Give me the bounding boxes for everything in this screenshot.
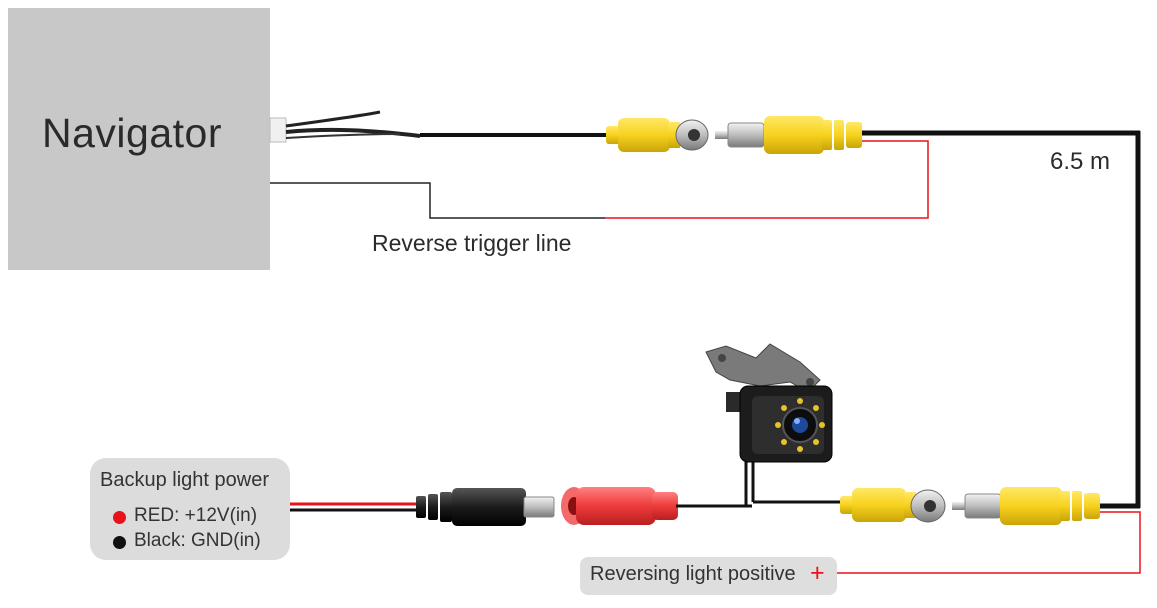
dc-male-plug-icon	[416, 488, 555, 526]
reversing-wire-red	[832, 511, 1141, 574]
reversing-light-label: Reversing light positive	[590, 563, 796, 585]
black-dot-icon	[113, 536, 126, 549]
rca-female-connector-icon	[840, 488, 946, 523]
rca-male-connector-icon	[952, 487, 1100, 525]
navigator-unit	[8, 8, 270, 270]
dc-female-jack-icon	[561, 487, 678, 525]
rca-male-connector-icon	[715, 116, 862, 154]
trigger-wire-red	[605, 140, 929, 219]
red-dot-icon	[113, 511, 126, 524]
rca-female-connector-icon	[606, 118, 709, 152]
reversing-light-card	[580, 557, 837, 595]
plus-icon: +	[810, 559, 825, 587]
cable-length-label: 6.5 m	[1050, 148, 1111, 175]
power-legend-title: Backup light power	[100, 469, 269, 491]
harness-connector-icon	[269, 110, 421, 143]
power-red-label: RED: +12V(in)	[134, 505, 258, 526]
backup-camera-icon	[705, 343, 833, 463]
trigger-line-label: Reverse trigger line	[372, 230, 572, 256]
navigator-title: Navigator	[42, 110, 222, 156]
power-black-label: Black: GND(in)	[134, 530, 261, 551]
trigger-wire-black	[270, 182, 605, 219]
